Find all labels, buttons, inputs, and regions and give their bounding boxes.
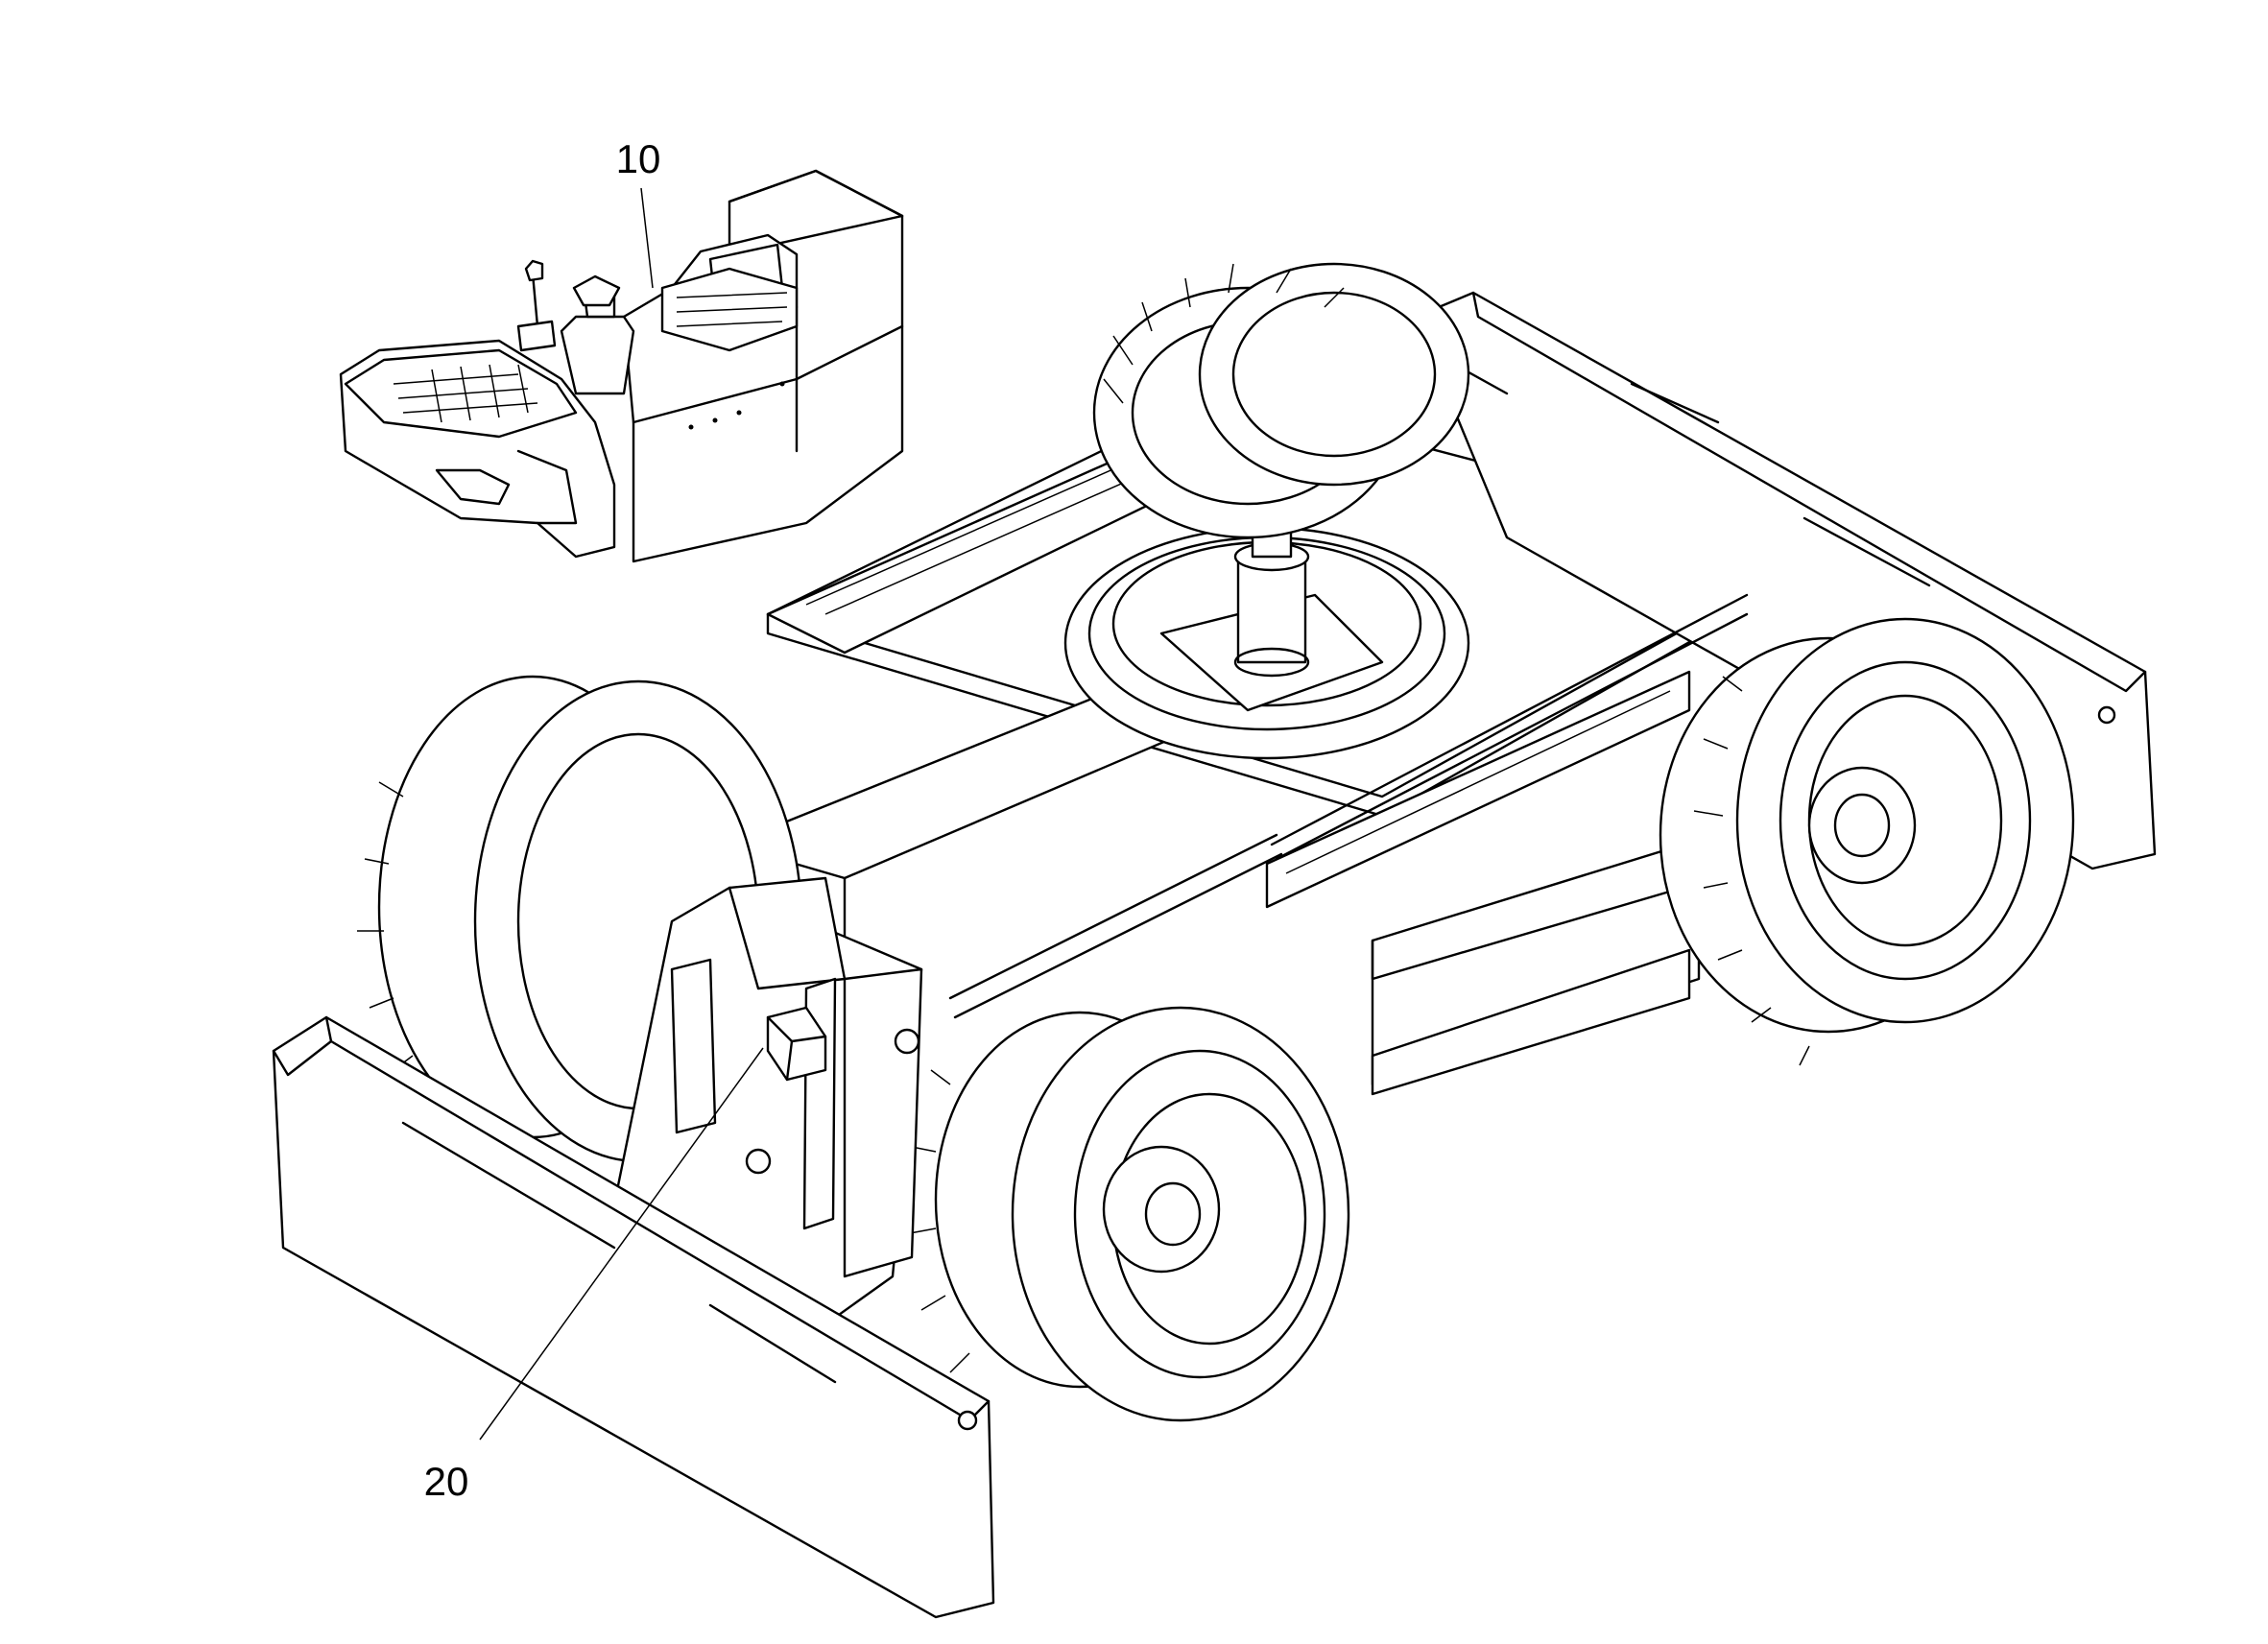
callout-label-10: 10 bbox=[616, 136, 661, 181]
console-keypad bbox=[660, 267, 799, 352]
front-blade-hydraulic-valve bbox=[766, 1006, 827, 1082]
control-console bbox=[339, 169, 904, 563]
callout-label-20: 20 bbox=[424, 1459, 469, 1504]
wheel-rear-right bbox=[1659, 617, 2075, 1066]
wheel-rear-left bbox=[1092, 262, 1470, 539]
front-dozer-blade bbox=[272, 1015, 995, 1619]
slewing-ring bbox=[1063, 471, 1470, 760]
console-button-grid bbox=[393, 364, 538, 423]
drive-shaft bbox=[948, 593, 1749, 1019]
front-blade-linkage bbox=[612, 876, 923, 1326]
callout-10: 10 bbox=[616, 136, 661, 289]
console-lever bbox=[516, 259, 557, 352]
console-joystick bbox=[560, 274, 635, 395]
wheel-front-right bbox=[909, 1006, 1350, 1422]
callout-20: 20 bbox=[424, 1047, 764, 1504]
